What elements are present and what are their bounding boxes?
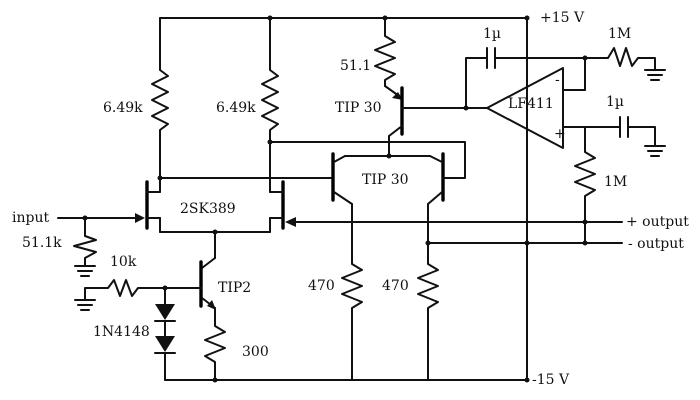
load-resistor-right	[417, 259, 439, 381]
drain-resistor-right	[261, 17, 279, 179]
negative-rail	[164, 377, 530, 383]
transistor-pair-label: TIP 30	[362, 172, 409, 188]
vpos-label: +15 V	[540, 10, 585, 26]
opamp-minus-label: -	[555, 72, 560, 88]
gate-arrow-left	[135, 213, 145, 223]
base-resistor-label: 10k	[110, 254, 137, 270]
drain-right-to-pair	[269, 141, 466, 179]
transistor-pair	[331, 152, 453, 261]
negative-output-label: - output	[628, 236, 684, 252]
opamp-label: LF411	[508, 96, 554, 112]
opamp-plus-label: +	[554, 126, 566, 142]
input-capacitor-label: 1µ	[606, 94, 624, 110]
bias-resistor-label: 1M	[604, 174, 627, 190]
load-resistor-left-label: 470	[308, 278, 335, 294]
gate-arrow-right	[285, 217, 296, 227]
source-transistor-label: TIP2	[218, 280, 251, 296]
diode-string	[154, 287, 176, 381]
source-resistor	[204, 313, 226, 381]
drain-resistor-left	[151, 17, 169, 179]
drain-resistor-right-label: 6.49k	[216, 100, 256, 116]
top-transistor	[384, 85, 488, 157]
bias-resistor	[574, 126, 596, 244]
input-capacitor	[584, 116, 666, 157]
feedback-resistor-label: 1M	[608, 26, 631, 42]
top-transistor-label: TIP 30	[335, 100, 382, 116]
feedback-resistor	[584, 47, 666, 81]
emitter-resistor-top	[374, 17, 396, 87]
drain-resistor-left-label: 6.49k	[103, 100, 143, 116]
input-resistor-label: 51.1k	[22, 235, 62, 251]
positive-output-label: + output	[626, 214, 689, 230]
feedback-capacitor-label: 1µ	[483, 26, 501, 42]
positive-rail	[159, 15, 530, 21]
source-transistor	[199, 231, 216, 315]
load-resistor-left	[341, 259, 363, 381]
source-resistor-label: 300	[242, 344, 269, 360]
jfet-pair-label: 2SK389	[180, 201, 236, 217]
vneg-label: -15 V	[532, 372, 570, 388]
opamp	[486, 67, 586, 149]
emitter-resistor-top-label: 51.1	[340, 58, 371, 74]
input-label: input	[12, 210, 49, 226]
diode-string-label: 1N4148	[93, 324, 150, 340]
input-resistor	[73, 217, 97, 277]
load-resistor-right-label: 470	[382, 278, 409, 294]
base-resistor	[74, 279, 202, 311]
